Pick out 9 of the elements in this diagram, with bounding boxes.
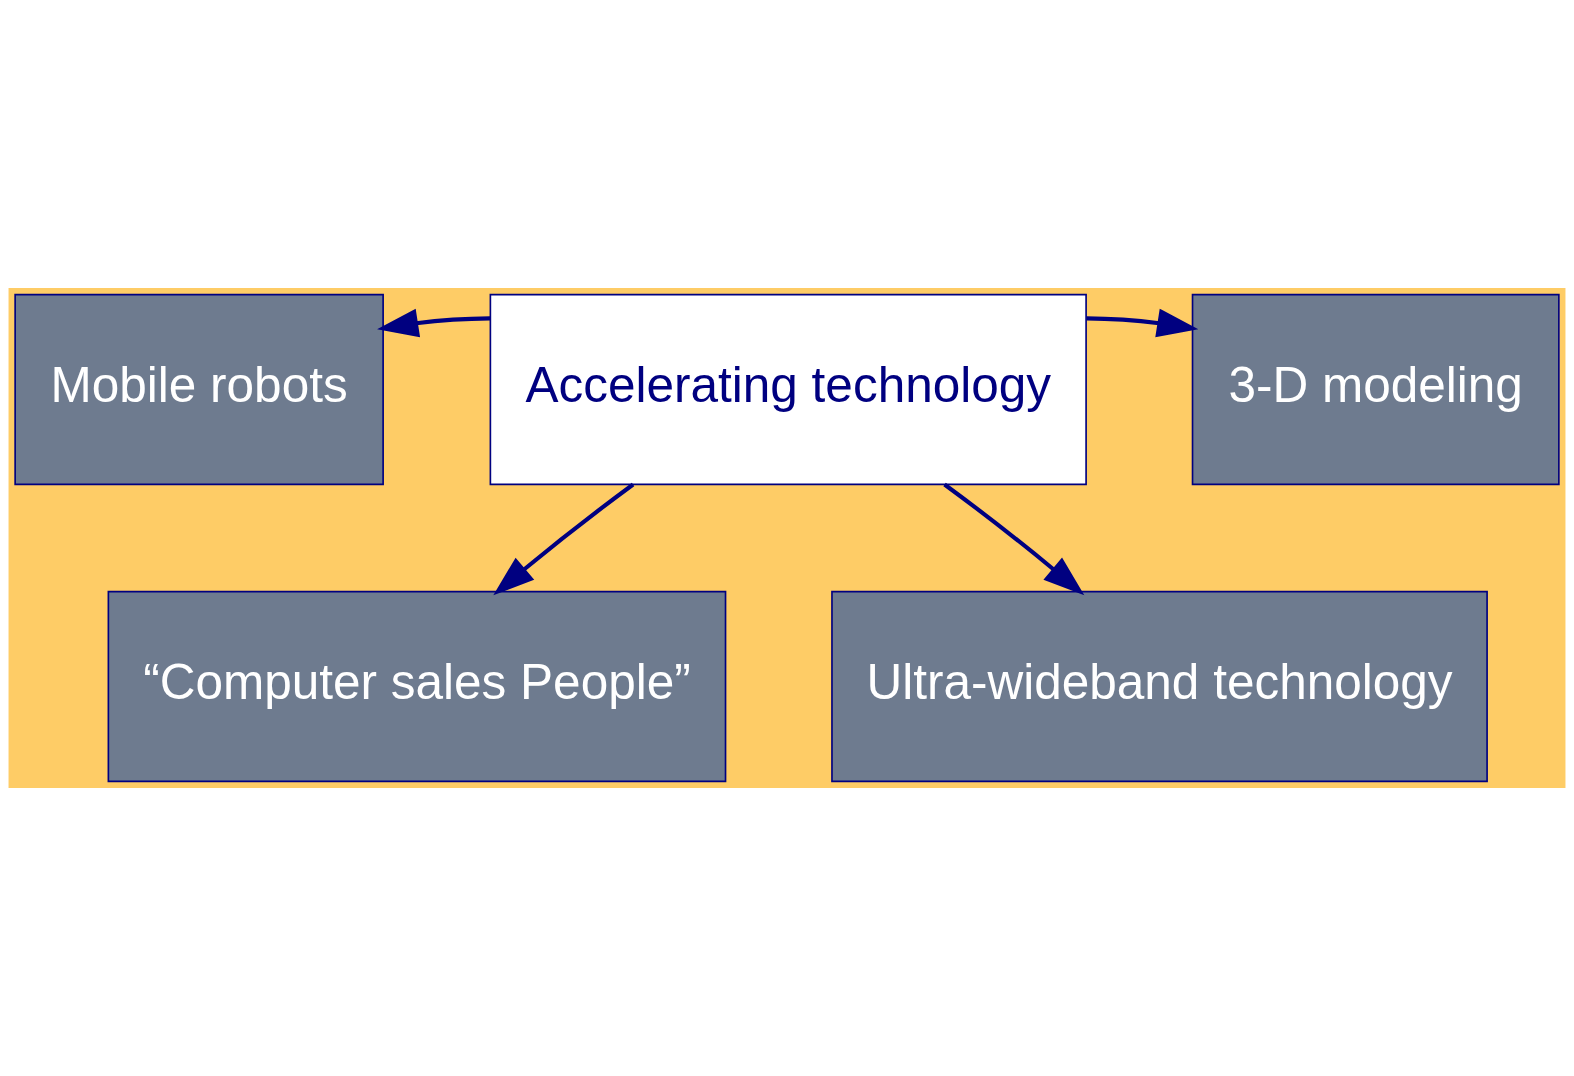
node-box: Ultra-wideband technology (831, 590, 1488, 783)
arrow (943, 482, 1085, 596)
node-box: Accelerating technology (489, 293, 1087, 486)
arrow (493, 482, 635, 596)
node-box: Mobile robots (14, 293, 384, 486)
node-box: “Computer sales People” (107, 590, 727, 783)
arrow (377, 308, 491, 338)
arrow (1086, 308, 1199, 338)
node-box: 3-D modeling (1191, 293, 1560, 486)
